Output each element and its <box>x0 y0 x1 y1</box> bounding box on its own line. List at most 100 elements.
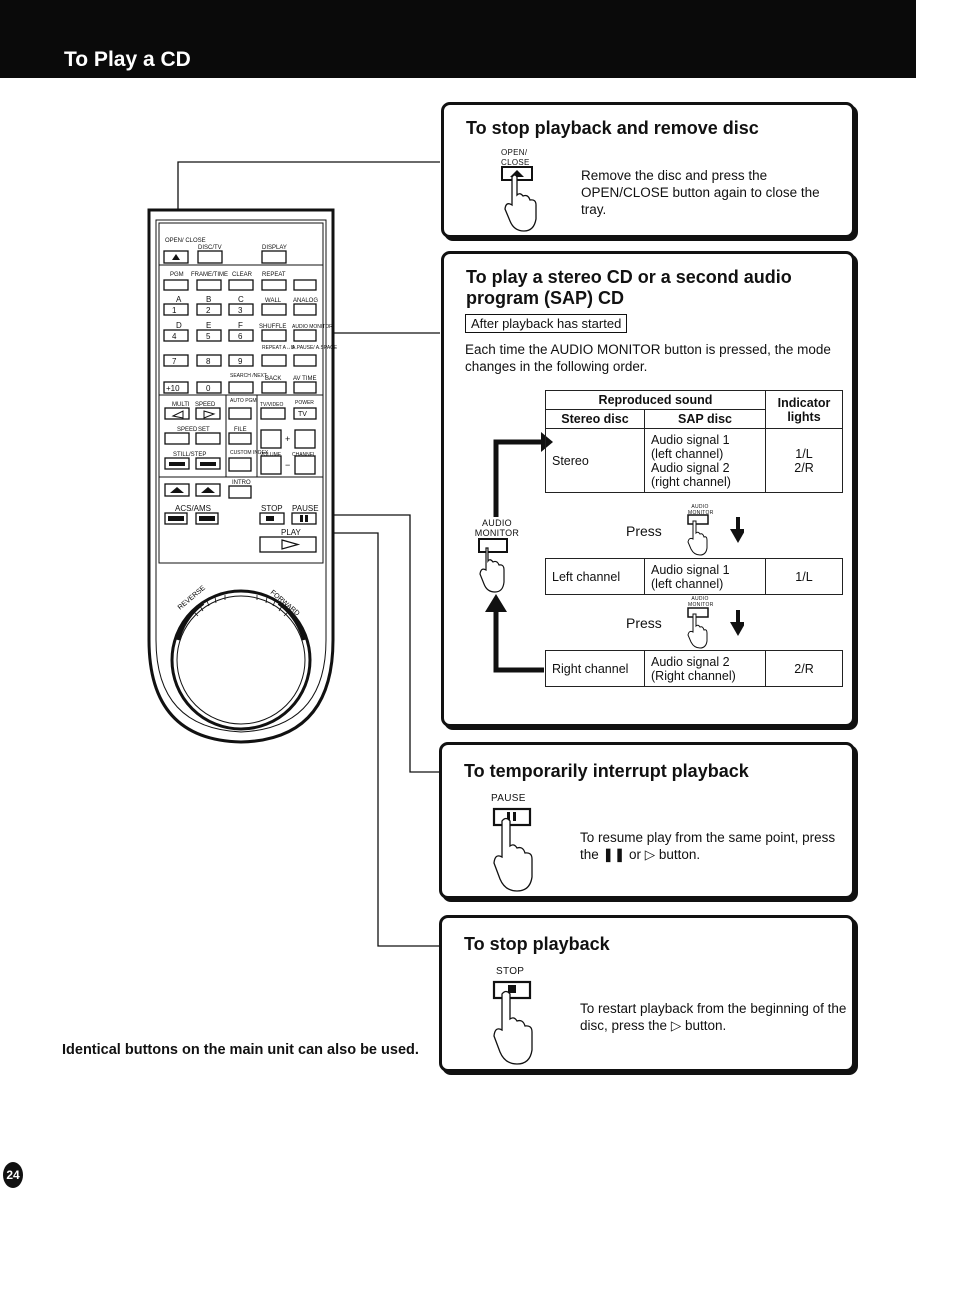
lbl-e: E <box>206 321 211 330</box>
btn-9 <box>228 354 254 367</box>
lbl-set: SET <box>198 427 210 433</box>
lbl-custom-index: CUSTOM INDEX <box>230 450 269 456</box>
btn-speed-plus <box>195 432 221 445</box>
btn-2 <box>196 303 222 316</box>
hand-press-icon-1 <box>687 514 744 556</box>
lbl-av-time: AV TIME <box>293 376 316 382</box>
lbl-b: B <box>206 295 211 304</box>
svg-text:1: 1 <box>172 306 177 315</box>
btn-repeat <box>261 279 287 291</box>
btn-audio-monitor <box>293 329 317 342</box>
svg-text:7: 7 <box>172 357 177 366</box>
right-channel-table: Right channel Audio signal 2 (Right chan… <box>545 650 843 687</box>
btn-wall <box>261 303 287 316</box>
btn-analog <box>293 303 317 316</box>
lbl-frame-time: FRAME/TIME <box>191 272 228 278</box>
lbl-back: BACK <box>265 376 281 382</box>
pause-symbol-icon: ❚❚ <box>602 847 626 862</box>
svg-text:3: 3 <box>238 306 243 315</box>
lbl-audio-monitor: AUDIO MONITOR <box>292 324 333 330</box>
lbl-apause: A.PAUSE/ A.SPACE <box>292 345 338 351</box>
reproduced-sound-table: Reproduced sound Indicator lights Stereo… <box>545 390 843 493</box>
mini-audio-monitor-label-1: AUDIO MONITOR <box>688 504 714 516</box>
svg-text:+10: +10 <box>166 384 180 393</box>
btn-0 <box>196 381 222 394</box>
page-number: 24 <box>3 1162 23 1188</box>
btn-pgm <box>163 279 189 291</box>
btn-intro <box>228 485 252 499</box>
btn-shuffle <box>261 329 287 342</box>
section-text: To resume play from the same point, pres… <box>580 830 836 862</box>
btn-plus10 <box>163 381 189 394</box>
lbl-repeat: REPEAT <box>262 272 286 278</box>
btn-volume-up <box>260 429 282 449</box>
btn-disc-tv <box>197 250 223 264</box>
cell-right-channel: Right channel <box>545 650 645 687</box>
lbl-still-step: STILL/STEP <box>173 452 206 458</box>
section-text: To restart playback from the beginning o… <box>580 1001 847 1033</box>
svg-text:2: 2 <box>206 306 211 315</box>
cell-sap: Audio signal 1 (left channel) Audio sign… <box>644 428 766 493</box>
svg-text:5: 5 <box>206 332 211 341</box>
th-reproduced: Reproduced sound <box>545 390 766 410</box>
cell-indicator-left: 1/L <box>765 558 843 595</box>
press-label-2: Press <box>626 615 662 631</box>
th-sap-disc: SAP disc <box>644 409 766 429</box>
lbl-tv-video: TV/VIDEO <box>260 402 283 408</box>
hand-pressing-pause-icon <box>492 807 533 892</box>
svg-text:TV: TV <box>298 411 307 418</box>
svg-text:9: 9 <box>238 357 243 366</box>
lbl-f: F <box>238 321 243 330</box>
section-title: To stop playback <box>464 934 610 954</box>
open-close-label: OPEN/ CLOSE <box>501 148 530 167</box>
btn-cd <box>293 279 317 291</box>
cycle-arrows <box>478 432 553 673</box>
lbl-volume: VOLUME <box>260 452 282 458</box>
btn-volume-down <box>260 455 282 475</box>
btn-search-next <box>228 381 254 394</box>
lbl-stop: STOP <box>261 504 283 513</box>
lbl-intro: INTRO <box>232 480 251 486</box>
section-title: To stop playback and remove disc <box>466 118 759 138</box>
left-channel-table: Left channel Audio signal 1 (left channe… <box>545 558 843 595</box>
section-text: Remove the disc and press the OPEN/CLOSE… <box>581 168 820 217</box>
stop-label: STOP <box>496 966 525 977</box>
lbl-acs-ams: ACS/AMS <box>175 504 211 513</box>
btn-4 <box>163 329 189 342</box>
cell-indicator: 1/L 2/R <box>765 428 843 493</box>
btn-5 <box>196 329 222 342</box>
lbl-wall: WALL <box>265 298 282 304</box>
play-symbol-icon: ▷ <box>644 847 656 862</box>
cell-sap-right: Audio signal 2 (Right channel) <box>644 650 766 687</box>
cell-stereo: Stereo <box>545 428 645 493</box>
lbl-file: FILE <box>234 427 247 433</box>
btn-frame-time <box>196 279 222 291</box>
btn-av-time <box>293 381 317 394</box>
after-playback-tag: After playback has started <box>465 314 628 333</box>
btn-tv-video <box>260 407 286 420</box>
cell-sap-left: Audio signal 1 (left channel) <box>644 558 766 595</box>
lbl-pgm: PGM <box>170 272 184 278</box>
btn-auto-pgm <box>228 407 252 420</box>
btn-display <box>261 250 287 264</box>
btn-channel-up <box>294 429 316 449</box>
lbl-play: PLAY <box>281 528 302 537</box>
section-pause: To temporarily interrupt playback PAUSE … <box>439 742 855 899</box>
mini-audio-monitor-label-2: AUDIO MONITOR <box>688 596 714 608</box>
section-stop: To stop playback STOP To restart playbac… <box>439 915 855 1072</box>
btn-power <box>293 407 317 420</box>
cell-indicator-right: 2/R <box>765 650 843 687</box>
section-title: To temporarily interrupt playback <box>464 761 749 781</box>
lbl-speed-set: SPEED <box>177 427 198 433</box>
hand-pressing-eject-icon <box>501 166 537 232</box>
section-stereo-sap: To play a stereo CD or a second audio pr… <box>441 251 855 727</box>
btn-custom-index <box>228 457 252 472</box>
btn-file <box>228 432 252 445</box>
svg-text:+: + <box>285 434 290 444</box>
btn-channel-down <box>294 455 316 475</box>
footnote: Identical buttons on the main unit can a… <box>62 1042 419 1058</box>
svg-text:0: 0 <box>206 384 211 393</box>
lbl-c: C <box>238 295 244 304</box>
lbl-open-close: OPEN/ CLOSE <box>165 238 206 244</box>
